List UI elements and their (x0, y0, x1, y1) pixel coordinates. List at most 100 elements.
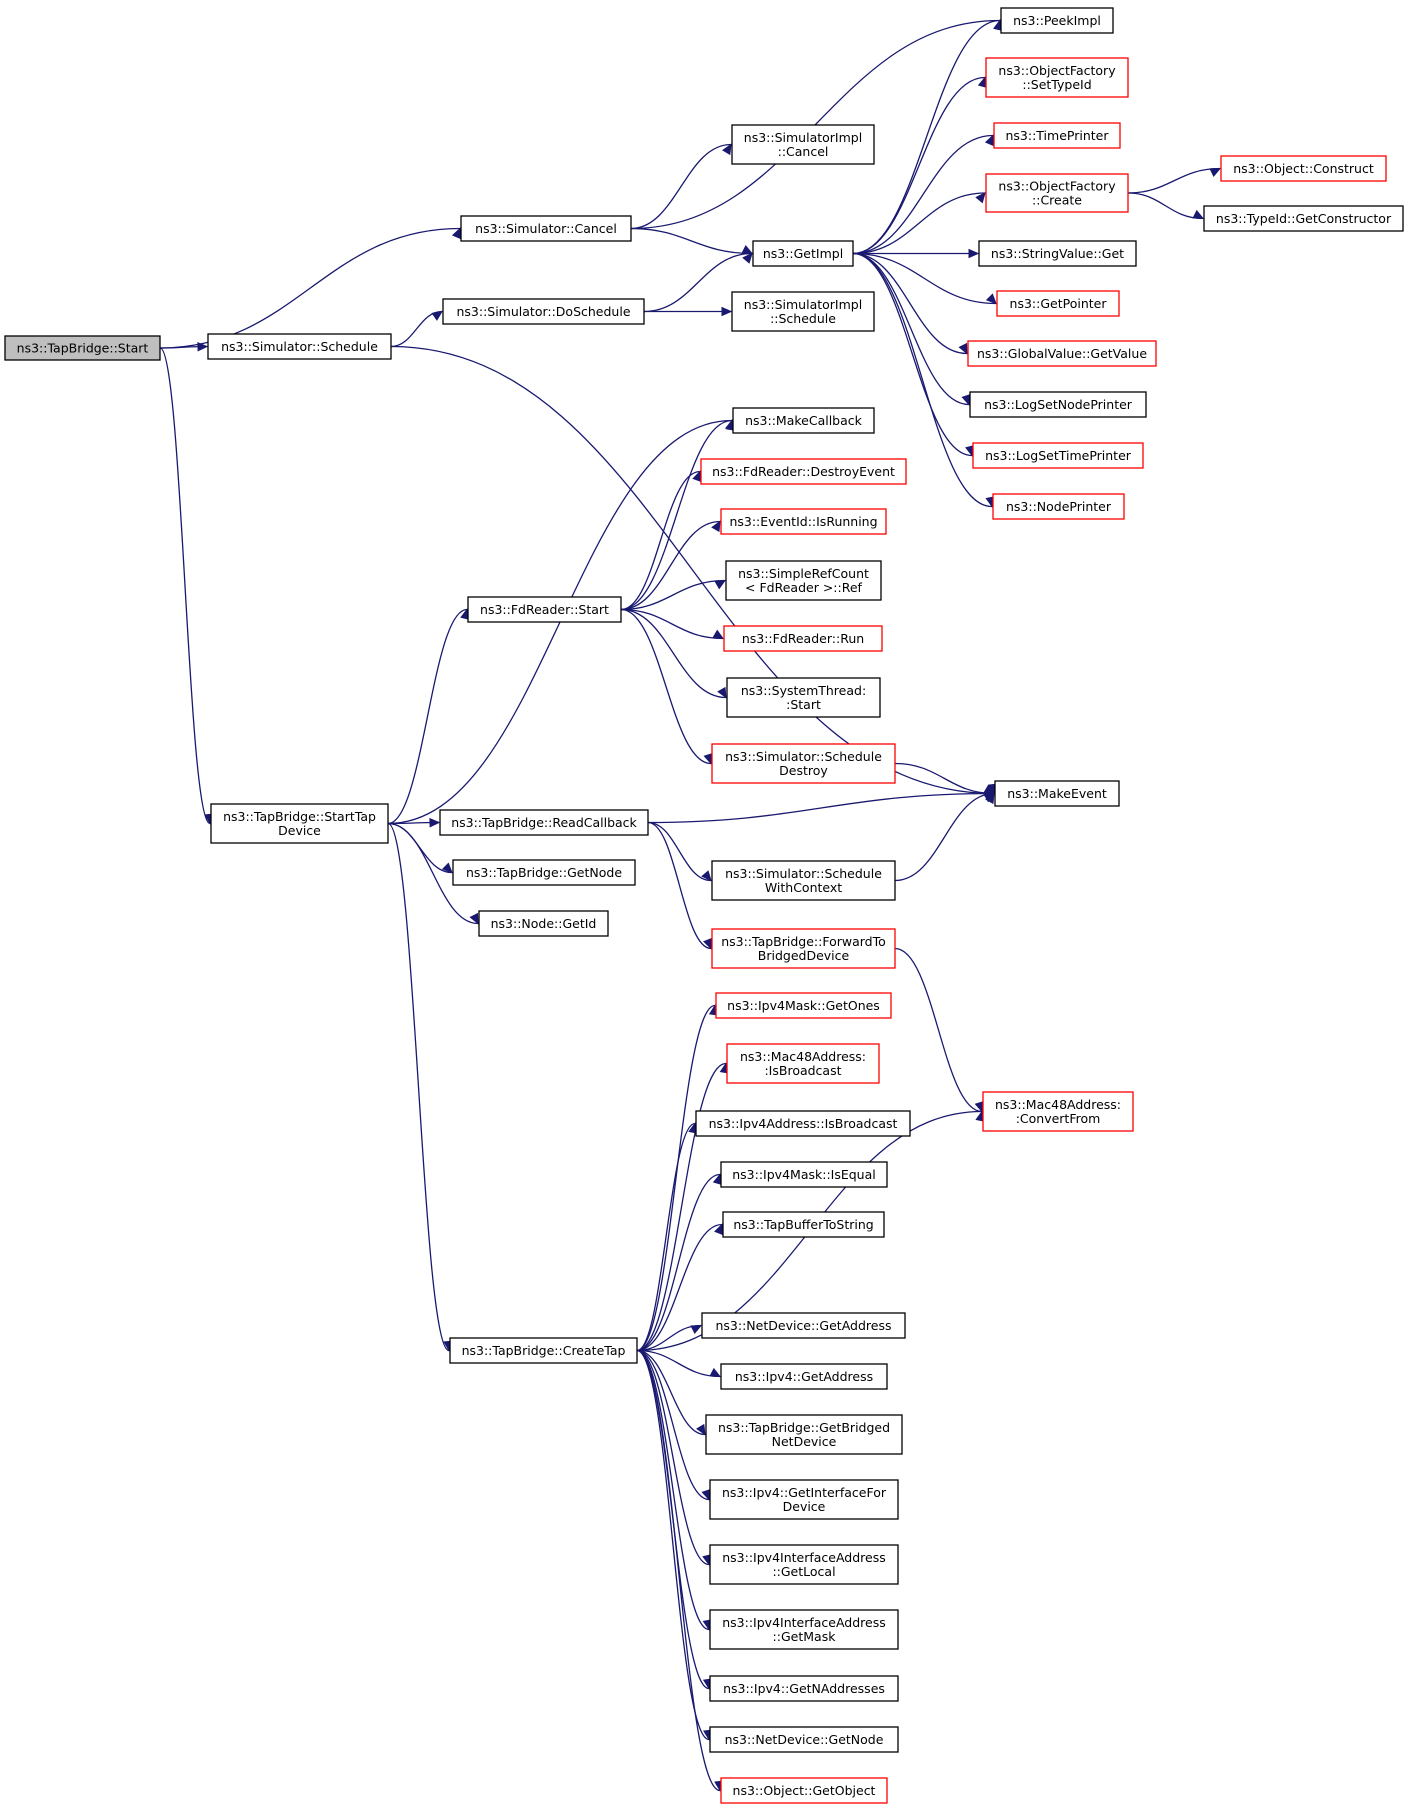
node-label: ns3::Ipv4::GetNAddresses (723, 1681, 885, 1696)
node-box (720, 1777, 888, 1804)
node-box (709, 1544, 899, 1585)
node-label: ns3::StringValue::Get (991, 246, 1124, 261)
node-label: ns3::TapBridge::StartTap (223, 809, 376, 824)
node-label: ns3::LogSetNodePrinter (984, 397, 1133, 412)
edge-readcallback-to-makeevent (647, 792, 995, 824)
node-readcallback[interactable]: ns3::TapBridge::ReadCallback (439, 809, 649, 836)
node-node_getid[interactable]: ns3::Node::GetId (478, 910, 609, 937)
node-logsettimeprinter[interactable]: ns3::LogSetTimePrinter (972, 442, 1144, 469)
edge-getimpl-to-timeprinter (852, 134, 994, 255)
node-timeprinter[interactable]: ns3::TimePrinter (993, 122, 1121, 149)
node-label: ns3::Mac48Address: (740, 1049, 866, 1064)
node-simimpl_schedule[interactable]: ns3::SimulatorImpl::Schedule (731, 291, 875, 332)
edge-getimpl-to-of_settypeid (852, 76, 986, 255)
node-of_create[interactable]: ns3::ObjectFactory::Create (985, 173, 1129, 213)
edge-arrowhead (984, 134, 994, 147)
edge-forwardtobridged-to-mac48_convertfrom (894, 947, 983, 1113)
node-label: ns3::LogSetTimePrinter (985, 448, 1132, 463)
node-label: :Start (786, 697, 821, 712)
node-typeid_getctor[interactable]: ns3::TypeId::GetConstructor (1203, 205, 1404, 232)
node-label: ns3::Ipv4Mask::IsEqual (732, 1167, 876, 1182)
node-createtap[interactable]: ns3::TapBridge::CreateTap (449, 1337, 638, 1364)
node-ipv4ifaddr_getlocal[interactable]: ns3::Ipv4InterfaceAddress::GetLocal (709, 1544, 899, 1585)
node-mac48_convertfrom[interactable]: ns3::Mac48Address::ConvertFrom (982, 1091, 1134, 1132)
node-systemthread_start[interactable]: ns3::SystemThread::Start (726, 677, 881, 718)
node-netdevice_getaddress[interactable]: ns3::NetDevice::GetAddress (701, 1312, 906, 1339)
node-label: WithContext (765, 880, 842, 895)
node-makeevent[interactable]: ns3::MakeEvent (994, 780, 1120, 807)
node-getimpl[interactable]: ns3::GetImpl (752, 240, 854, 267)
node-eventid_isrunning[interactable]: ns3::EventId::IsRunning (720, 508, 887, 535)
node-box (1203, 205, 1404, 232)
edge-arrowhead (451, 227, 461, 240)
edge-arrowhead (709, 1367, 722, 1378)
node-box (709, 1479, 899, 1520)
node-box (731, 291, 875, 332)
node-simplerefcount_ref[interactable]: ns3::SimpleRefCount< FdReader >::Ref (725, 560, 882, 601)
node-sim_doschedule[interactable]: ns3::Simulator::DoSchedule (442, 298, 645, 325)
edge-createtap-to-ipv4mask_isequal (636, 1173, 721, 1352)
node-sim_schedule[interactable]: ns3::Simulator::Schedule (207, 333, 392, 360)
node-label: ns3::FdReader::DestroyEvent (712, 464, 895, 479)
edge-arrowhead (985, 293, 997, 305)
node-label: ns3::Object::GetObject (733, 1783, 876, 1798)
node-start[interactable]: ns3::TapBridge::Start (4, 335, 161, 361)
node-ipv4_getaddress[interactable]: ns3::Ipv4::GetAddress (720, 1363, 888, 1390)
node-tb_getnode[interactable]: ns3::TapBridge::GetNode (452, 859, 636, 886)
node-fdreader_destroyevent[interactable]: ns3::FdReader::DestroyEvent (700, 458, 907, 485)
node-label: ns3::Ipv4InterfaceAddress (722, 1615, 886, 1630)
edge-fdreader_start-to-systemthread_start (620, 608, 727, 699)
node-box (978, 240, 1137, 267)
node-globalvalue_getvalue[interactable]: ns3::GlobalValue::GetValue (967, 340, 1157, 367)
node-object_getobject[interactable]: ns3::Object::GetObject (720, 1777, 888, 1804)
edge-arrowhead (692, 470, 702, 483)
node-label: ns3::ObjectFactory (998, 179, 1116, 194)
node-box (467, 596, 622, 623)
node-stringvalue_get[interactable]: ns3::StringValue::Get (978, 240, 1137, 267)
node-ipv4mask_isequal[interactable]: ns3::Ipv4Mask::IsEqual (720, 1161, 888, 1188)
edge-getimpl-to-nodeprinter (852, 252, 993, 508)
node-label: ns3::TapBufferToString (733, 1217, 873, 1232)
node-box (715, 992, 892, 1019)
node-logsetnodeprinter[interactable]: ns3::LogSetNodePrinter (969, 391, 1147, 418)
node-simimpl_cancel[interactable]: ns3::SimulatorImpl::Cancel (731, 124, 875, 165)
nodes-layer: ns3::TapBridge::Start ns3::Simulator::Can… (4, 7, 1404, 1804)
node-peekimpl[interactable]: ns3::PeekImpl (1000, 7, 1114, 34)
node-tapbuffertostring[interactable]: ns3::TapBufferToString (722, 1211, 885, 1238)
node-box (994, 780, 1120, 807)
edge-createtap-to-mac48_isbroadcast (636, 1062, 727, 1352)
node-ipv4ifaddr_getmask[interactable]: ns3::Ipv4InterfaceAddress::GetMask (709, 1609, 899, 1650)
edge-createtap-to-tapbuffertostring (636, 1223, 723, 1352)
node-sim_cancel[interactable]: ns3::Simulator::Cancel (460, 215, 632, 242)
node-label: ns3::NetDevice::GetNode (725, 1732, 884, 1747)
node-fdreader_run[interactable]: ns3::FdReader::Run (723, 625, 883, 652)
node-netdevice_getnode[interactable]: ns3::NetDevice::GetNode (709, 1726, 899, 1753)
node-mac48_isbroadcast[interactable]: ns3::Mac48Address::IsBroadcast (726, 1043, 880, 1084)
node-of_settypeid[interactable]: ns3::ObjectFactory::SetTypeId (985, 57, 1129, 98)
edge-fdreader_start-to-sim_scheduledestroy (620, 608, 712, 765)
edge-arrowhead (722, 143, 732, 156)
node-box (207, 333, 392, 360)
node-label: ::Cancel (778, 144, 829, 159)
edges-layer (159, 19, 1222, 1792)
node-makecallback[interactable]: ns3::MakeCallback (732, 407, 875, 434)
node-label: Destroy (779, 763, 828, 778)
node-box (996, 290, 1120, 317)
node-ipv4_getnaddresses[interactable]: ns3::Ipv4::GetNAddresses (709, 1675, 899, 1702)
edge-createtap-to-ipv4ifaddr_getlocal (636, 1349, 710, 1566)
node-ipv4addr_isbroadcast[interactable]: ns3::Ipv4Address::IsBroadcast (695, 1110, 911, 1137)
node-getpointer[interactable]: ns3::GetPointer (996, 290, 1120, 317)
node-fdreader_start[interactable]: ns3::FdReader::Start (467, 596, 622, 623)
node-ipv4mask_getones[interactable]: ns3::Ipv4Mask::GetOnes (715, 992, 892, 1019)
node-label: ns3::Simulator::Schedule (725, 866, 882, 881)
node-nodeprinter[interactable]: ns3::NodePrinter (992, 493, 1125, 520)
node-label: ns3::ObjectFactory (998, 63, 1116, 78)
node-obj_construct[interactable]: ns3::Object::Construct (1220, 155, 1387, 182)
node-box (972, 442, 1144, 469)
